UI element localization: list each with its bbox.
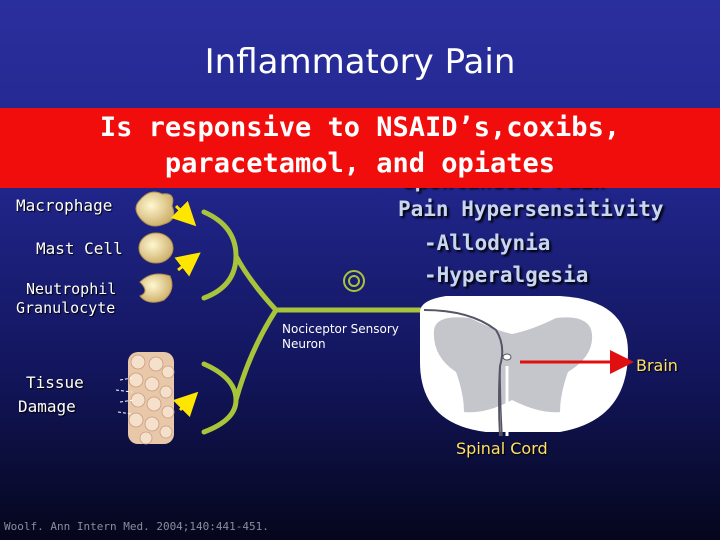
nociceptor-neuron [201,209,423,435]
pain-hypersensitivity-text: Pain Hypersensitivity [398,197,664,221]
citation: Woolf. Ann Intern Med. 2004;140:441-451. [4,520,269,533]
mast-cell-icon [138,232,174,264]
neuron-label-line1: Nociceptor Sensory [282,322,399,336]
granulocyte-label: Granulocyte [16,299,116,317]
spinal-cord-icon [420,296,628,437]
red-banner: Is responsive to NSAID’s,coxibs, paracet… [0,108,720,188]
spinal-cord-label: Spinal Cord [456,439,548,458]
macrophage-label: Macrophage [16,196,113,215]
mast-cell-label: Mast Cell [36,239,123,258]
arrow-tissue [172,391,199,418]
neuron-label-line2: Neuron [282,337,326,351]
tissue-label: Tissue [26,373,84,392]
neutrophil-cell-icon [139,273,173,303]
macrophage-cell-icon [135,191,175,227]
arrow-mastcell [174,252,201,277]
neutrophil-label: Neutrophil [26,280,117,298]
arrow-macrophage [170,200,197,227]
damage-label: Damage [18,397,76,416]
hyperalgesia-text: -Hyperalgesia [424,263,589,287]
banner-line-1: Is responsive to NSAID’s,coxibs, [99,112,621,143]
tissue-damage-icon [115,352,175,445]
neuron-spinal-branch [423,309,504,437]
allodynia-text: -Allodynia [424,231,551,255]
slide-title: Inflammatory Pain [204,42,516,82]
brain-label: Brain [636,356,678,375]
banner-line-2: paracetamol, and opiates [164,148,556,179]
neuron-nucleus-icon [343,270,365,292]
